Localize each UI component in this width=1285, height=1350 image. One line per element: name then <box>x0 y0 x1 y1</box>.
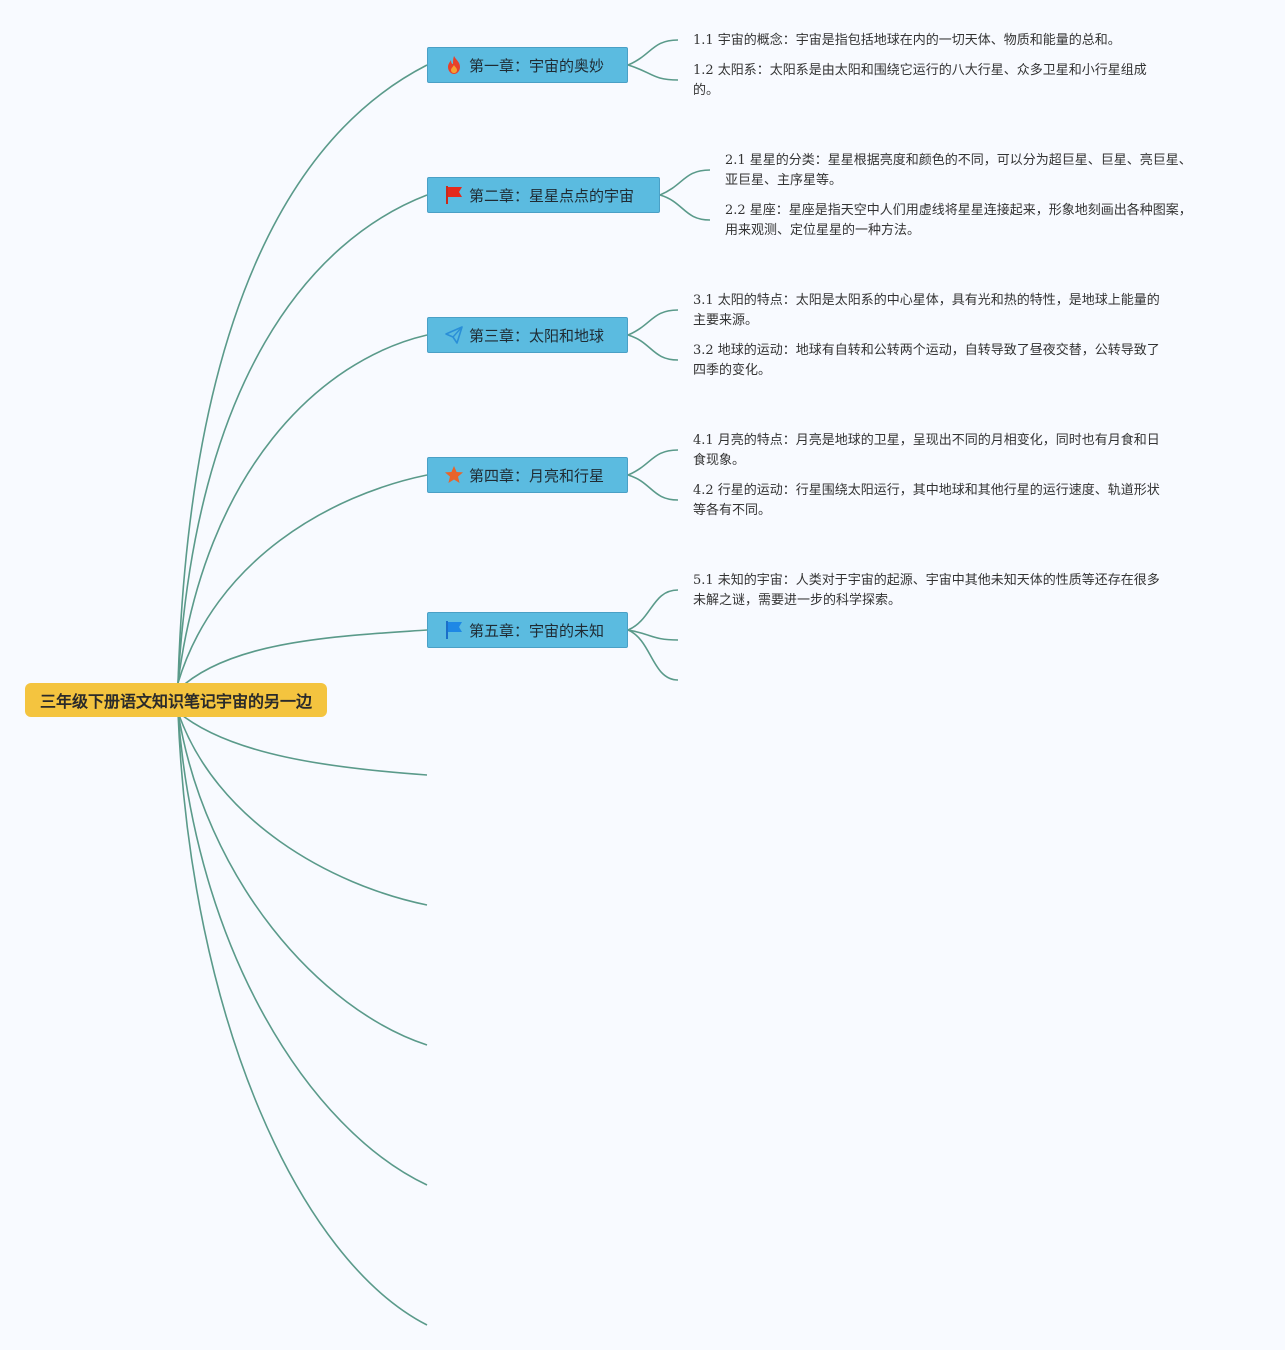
item-line-1: 2.1 星星的分类：星星根据亮度和颜色的不同，可以分为超巨星、巨星、亮巨星、 <box>725 153 1192 168</box>
connector-ch4-item2 <box>627 474 679 501</box>
item-line-2: 亚巨星、主序星等。 <box>725 173 843 188</box>
connector-ch1-item1 <box>627 39 679 66</box>
item-line-2: 食现象。 <box>693 453 746 468</box>
connector-root-ch2 <box>177 194 428 684</box>
chapter-1-item-2[interactable]: 1.2 太阳系：太阳系是由太阳和围绕它运行的八大行星、众多卫星和小行星组成 的。 <box>693 61 1147 101</box>
red-flag-icon <box>444 185 464 205</box>
chapter-1-title: 第一章：宇宙的奥妙 <box>469 56 605 75</box>
item-line-1: 3.1 太阳的特点：太阳是太阳系的中心星体，具有光和热的特性，是地球上能量的 <box>693 293 1160 308</box>
chapter-3-node[interactable]: 第三章：太阳和地球 <box>427 317 628 353</box>
connector-root-ch1 <box>177 64 428 684</box>
connector-ch3-item1 <box>627 309 679 336</box>
item-line-2: 用来观测、定位星星的一种方法。 <box>725 223 921 238</box>
connector-root-empty-2 <box>177 711 428 906</box>
chapter-1-item-1[interactable]: 1.1 宇宙的概念：宇宙是指包括地球在内的一切天体、物质和能量的总和。 <box>693 31 1121 51</box>
chapter-4-title: 第四章：月亮和行星 <box>469 466 605 485</box>
chapter-4-node[interactable]: 第四章：月亮和行星 <box>427 457 628 493</box>
item-line-1: 1.1 宇宙的概念：宇宙是指包括地球在内的一切天体、物质和能量的总和。 <box>693 33 1121 48</box>
item-line-2: 未解之谜，需要进一步的科学探索。 <box>693 593 902 608</box>
connector-root-ch5 <box>177 629 428 691</box>
item-line-2: 的。 <box>693 83 720 98</box>
item-line-1: 5.1 未知的宇宙：人类对于宇宙的起源、宇宙中其他未知天体的性质等还存在很多 <box>693 573 1160 588</box>
blue-flag-icon <box>444 620 464 640</box>
connector-root-ch4 <box>177 474 428 684</box>
connector-ch5-item3 <box>627 629 679 681</box>
item-line-1: 4.2 行星的运动：行星围绕太阳运行，其中地球和其他行星的运行速度、轨道形状 <box>693 483 1160 498</box>
connector-root-ch3 <box>177 334 428 684</box>
connector-ch1-item2 <box>627 64 679 81</box>
chapter-5-item-1[interactable]: 5.1 未知的宇宙：人类对于宇宙的起源、宇宙中其他未知天体的性质等还存在很多 未… <box>693 571 1160 611</box>
chapter-2-item-1[interactable]: 2.1 星星的分类：星星根据亮度和颜色的不同，可以分为超巨星、巨星、亮巨星、 亚… <box>725 151 1192 191</box>
connector-ch2-item1 <box>659 169 711 196</box>
root-title: 三年级下册语文知识笔记宇宙的另一边 <box>39 692 312 711</box>
connector-ch3-item2 <box>627 334 679 361</box>
connector-root-empty-3 <box>177 711 428 1046</box>
connector-root-empty-4 <box>177 711 428 1186</box>
chapter-3-title: 第三章：太阳和地球 <box>469 326 605 345</box>
chapter-4-item-1[interactable]: 4.1 月亮的特点：月亮是地球的卫星，呈现出不同的月相变化，同时也有月食和日 食… <box>693 431 1160 471</box>
chapter-2-item-2[interactable]: 2.2 星座：星座是指天空中人们用虚线将星星连接起来，形象地刻画出各种图案， 用… <box>725 201 1192 241</box>
chapter-3-item-2[interactable]: 3.2 地球的运动：地球有自转和公转两个运动，自转导致了昼夜交替，公转导致了 四… <box>693 341 1160 381</box>
chapter-2-title: 第二章：星星点点的宇宙 <box>469 186 635 205</box>
connector-ch2-item2 <box>659 194 711 221</box>
connector-ch5-item1 <box>627 589 679 631</box>
chapter-2-node[interactable]: 第二章：星星点点的宇宙 <box>427 177 660 213</box>
item-line-2: 主要来源。 <box>693 313 759 328</box>
item-line-2: 四季的变化。 <box>693 363 772 378</box>
item-line-1: 2.2 星座：星座是指天空中人们用虚线将星星连接起来，形象地刻画出各种图案， <box>725 203 1192 218</box>
chapter-1-node[interactable]: 第一章：宇宙的奥妙 <box>427 47 628 83</box>
paper-plane-icon <box>444 325 464 345</box>
item-line-2: 等各有不同。 <box>693 503 772 518</box>
chapter-5-title: 第五章：宇宙的未知 <box>469 621 605 640</box>
star-icon <box>444 465 464 485</box>
item-line-1: 4.1 月亮的特点：月亮是地球的卫星，呈现出不同的月相变化，同时也有月食和日 <box>693 433 1160 448</box>
chapter-5-node[interactable]: 第五章：宇宙的未知 <box>427 612 628 648</box>
connector-root-empty-5 <box>177 711 428 1326</box>
item-line-1: 3.2 地球的运动：地球有自转和公转两个运动，自转导致了昼夜交替，公转导致了 <box>693 343 1160 358</box>
connector-ch4-item1 <box>627 449 679 476</box>
connector-ch5-item2 <box>627 629 679 641</box>
item-line-1: 1.2 太阳系：太阳系是由太阳和围绕它运行的八大行星、众多卫星和小行星组成 <box>693 63 1147 78</box>
fire-icon <box>444 55 464 75</box>
chapter-4-item-2[interactable]: 4.2 行星的运动：行星围绕太阳运行，其中地球和其他行星的运行速度、轨道形状 等… <box>693 481 1160 521</box>
connector-root-empty-1 <box>177 711 428 776</box>
root-node[interactable]: 三年级下册语文知识笔记宇宙的另一边 <box>25 683 327 717</box>
chapter-3-item-1[interactable]: 3.1 太阳的特点：太阳是太阳系的中心星体，具有光和热的特性，是地球上能量的 主… <box>693 291 1160 331</box>
